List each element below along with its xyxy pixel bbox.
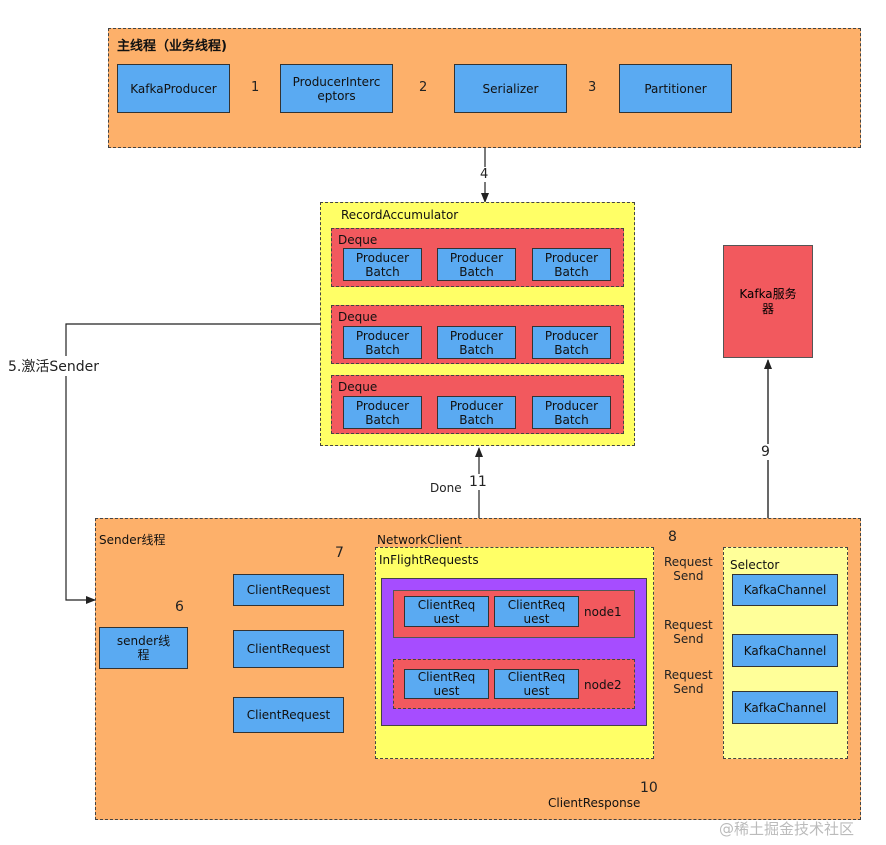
step-4-label: 4 <box>480 167 489 182</box>
client-response-label: ClientResponse <box>548 796 641 810</box>
sender-thread-box-label: sender线 程 <box>116 634 171 662</box>
client-request-2: ClientRequest <box>233 630 344 668</box>
selector-title: Selector <box>730 558 780 572</box>
client-request-label: ClientRequest <box>246 583 331 597</box>
kafka-channel-label: KafkaChannel <box>743 583 827 597</box>
deque-1-label: Deque <box>338 233 378 247</box>
producer-batch: Producer Batch <box>532 248 611 281</box>
producer-batch-label: Producer Batch <box>449 250 504 279</box>
producer-batch-label: Producer Batch <box>449 328 504 357</box>
request-send-label-3: Request Send <box>664 668 713 696</box>
serializer-box: Serializer <box>454 64 567 113</box>
kafka-channel-label: KafkaChannel <box>743 643 827 658</box>
inflight-client-request: ClientReq uest <box>404 669 489 699</box>
producer-interceptors-label: ProducerInterc eptors <box>292 74 381 103</box>
producer-batch-label: Producer Batch <box>544 398 599 427</box>
producer-batch: Producer Batch <box>343 326 422 359</box>
producer-batch: Producer Batch <box>532 396 611 429</box>
step-6-label: 6 <box>175 599 184 615</box>
partitioner-label: Partitioner <box>644 81 707 96</box>
inflight-client-request: ClientReq uest <box>494 596 579 627</box>
producer-batch: Producer Batch <box>343 248 422 281</box>
step-8-label: 8 <box>668 529 677 545</box>
serializer-label: Serializer <box>482 81 539 96</box>
kafka-channel-3: KafkaChannel <box>732 691 838 724</box>
record-accumulator-title: RecordAccumulator <box>341 208 459 222</box>
producer-batch: Producer Batch <box>532 326 611 359</box>
producer-batch: Producer Batch <box>437 396 516 429</box>
producer-batch-label: Producer Batch <box>355 250 410 279</box>
inflight-client-request-label: ClientReq uest <box>417 670 476 698</box>
kafka-producer-label: KafkaProducer <box>130 81 217 96</box>
step-10-label: 10 <box>640 780 658 796</box>
client-request-label: ClientRequest <box>246 708 331 722</box>
request-send-label-2: Request Send <box>664 618 713 646</box>
step-9-label: 9 <box>761 444 770 460</box>
producer-batch: Producer Batch <box>437 326 516 359</box>
inflight-client-request-label: ClientReq uest <box>507 670 566 698</box>
producer-batch-label: Producer Batch <box>544 328 599 357</box>
kafka-channel-label: KafkaChannel <box>743 700 827 715</box>
inflight-client-request-label: ClientReq uest <box>417 597 476 626</box>
producer-batch-label: Producer Batch <box>544 250 599 279</box>
client-request-3: ClientRequest <box>233 697 344 733</box>
step-5-label: 5.激活Sender <box>8 356 99 376</box>
kafka-channel-2: KafkaChannel <box>732 634 838 667</box>
done-label: Done <box>430 481 462 495</box>
kafka-server-box: Kafka服务 器 <box>723 245 813 358</box>
request-send-label-1: Request Send <box>664 555 713 583</box>
inflight-requests-title: InFlightRequests <box>379 553 479 567</box>
producer-interceptors-box: ProducerInterc eptors <box>280 64 393 113</box>
main-thread-title: 主线程（业务线程) <box>117 39 227 54</box>
kafka-producer-box: KafkaProducer <box>117 64 230 113</box>
step-3-label: 3 <box>587 80 598 95</box>
partitioner-box: Partitioner <box>619 64 732 113</box>
producer-batch-label: Producer Batch <box>355 328 410 357</box>
step-11-label: 11 <box>469 474 487 490</box>
inflight-client-request: ClientReq uest <box>494 669 579 699</box>
producer-batch: Producer Batch <box>437 248 516 281</box>
sender-thread-box: sender线 程 <box>99 627 188 669</box>
client-request-1: ClientRequest <box>233 574 344 606</box>
inflight-client-request: ClientReq uest <box>404 596 489 627</box>
kafka-server-label: Kafka服务 器 <box>739 286 797 316</box>
client-request-label: ClientRequest <box>246 642 331 656</box>
node2-label: node2 <box>584 678 622 692</box>
step-2-label: 2 <box>418 80 429 95</box>
sender-thread-title: Sender线程 <box>99 533 166 547</box>
deque-3-label: Deque <box>338 380 378 394</box>
producer-batch-label: Producer Batch <box>449 398 504 427</box>
watermark: @稀土掘金技术社区 <box>719 820 855 838</box>
network-client-title: NetworkClient <box>377 533 462 547</box>
kafka-channel-1: KafkaChannel <box>732 574 838 606</box>
producer-batch-label: Producer Batch <box>355 398 410 427</box>
deque-2-label: Deque <box>338 310 378 324</box>
producer-batch: Producer Batch <box>343 396 422 429</box>
node1-label: node1 <box>584 605 622 619</box>
step-7-label: 7 <box>335 545 344 561</box>
step-1-label: 1 <box>250 80 261 95</box>
inflight-client-request-label: ClientReq uest <box>507 597 566 626</box>
